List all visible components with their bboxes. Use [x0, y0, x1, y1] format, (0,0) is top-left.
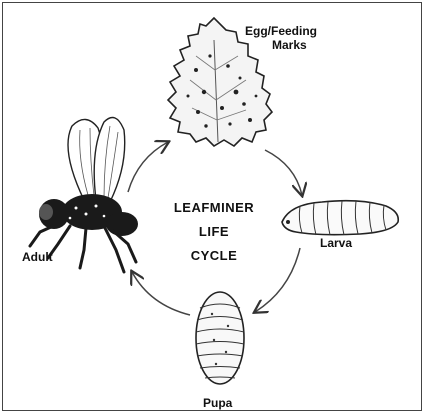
adult-fly-illustration: [30, 118, 138, 273]
leaf-stage-label-line1: Egg/Feeding: [245, 24, 317, 38]
cycle-arrow-pupa-to-adult: [132, 272, 190, 315]
larva-illustration: [282, 201, 398, 235]
cycle-arrow-adult-to-leaf: [128, 142, 168, 192]
leaf-stage-label-line2: Marks: [245, 38, 317, 52]
pupa-stage-label: Pupa: [203, 396, 232, 410]
leaf-stage-label: Egg/Feeding Marks: [245, 24, 317, 52]
cycle-arrow-leaf-to-larva: [265, 150, 302, 195]
pupa-illustration: [196, 292, 244, 384]
center-title-line2: LIFE: [152, 220, 276, 244]
adult-stage-label: Adult: [22, 250, 53, 264]
larva-stage-label: Larva: [320, 236, 352, 250]
diagram-center-title: LEAFMINER LIFE CYCLE: [152, 196, 276, 268]
center-title-line1: LEAFMINER: [152, 196, 276, 220]
center-title-line3: CYCLE: [152, 244, 276, 268]
